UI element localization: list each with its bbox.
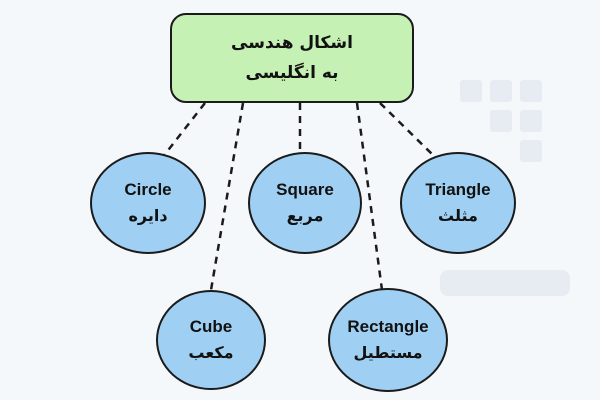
node-square-persian: مربع — [286, 206, 324, 225]
node-cube: Cube مکعب — [156, 290, 266, 390]
connector-triangle — [379, 102, 437, 159]
node-square: Square مربع — [248, 152, 362, 254]
node-square-english: Square — [276, 180, 334, 199]
node-rectangle-persian: مستطیل — [353, 343, 423, 362]
node-cube-english: Cube — [189, 317, 233, 336]
node-circle-persian: دایره — [128, 206, 168, 225]
watermark-logo — [440, 80, 570, 296]
node-triangle-persian: مثلث — [438, 206, 478, 225]
connector-cube — [209, 102, 245, 291]
connector-rectangle — [355, 102, 384, 291]
node-rectangle-english: Rectangle — [347, 317, 429, 336]
node-triangle-english: Triangle — [425, 180, 491, 199]
node-triangle: Triangle مثلث — [400, 152, 516, 254]
node-rectangle: Rectangle مستطیل — [328, 288, 448, 392]
root-title-line1: اشکال هندسی — [231, 33, 353, 53]
root-title-line2: به انگلیسی — [245, 63, 339, 83]
node-circle: Circle دایره — [90, 152, 206, 254]
root-node: اشکال هندسی به انگلیسی — [170, 13, 414, 103]
connector-circle — [161, 102, 206, 159]
node-circle-english: Circle — [124, 180, 172, 199]
node-cube-persian: مکعب — [188, 343, 234, 362]
